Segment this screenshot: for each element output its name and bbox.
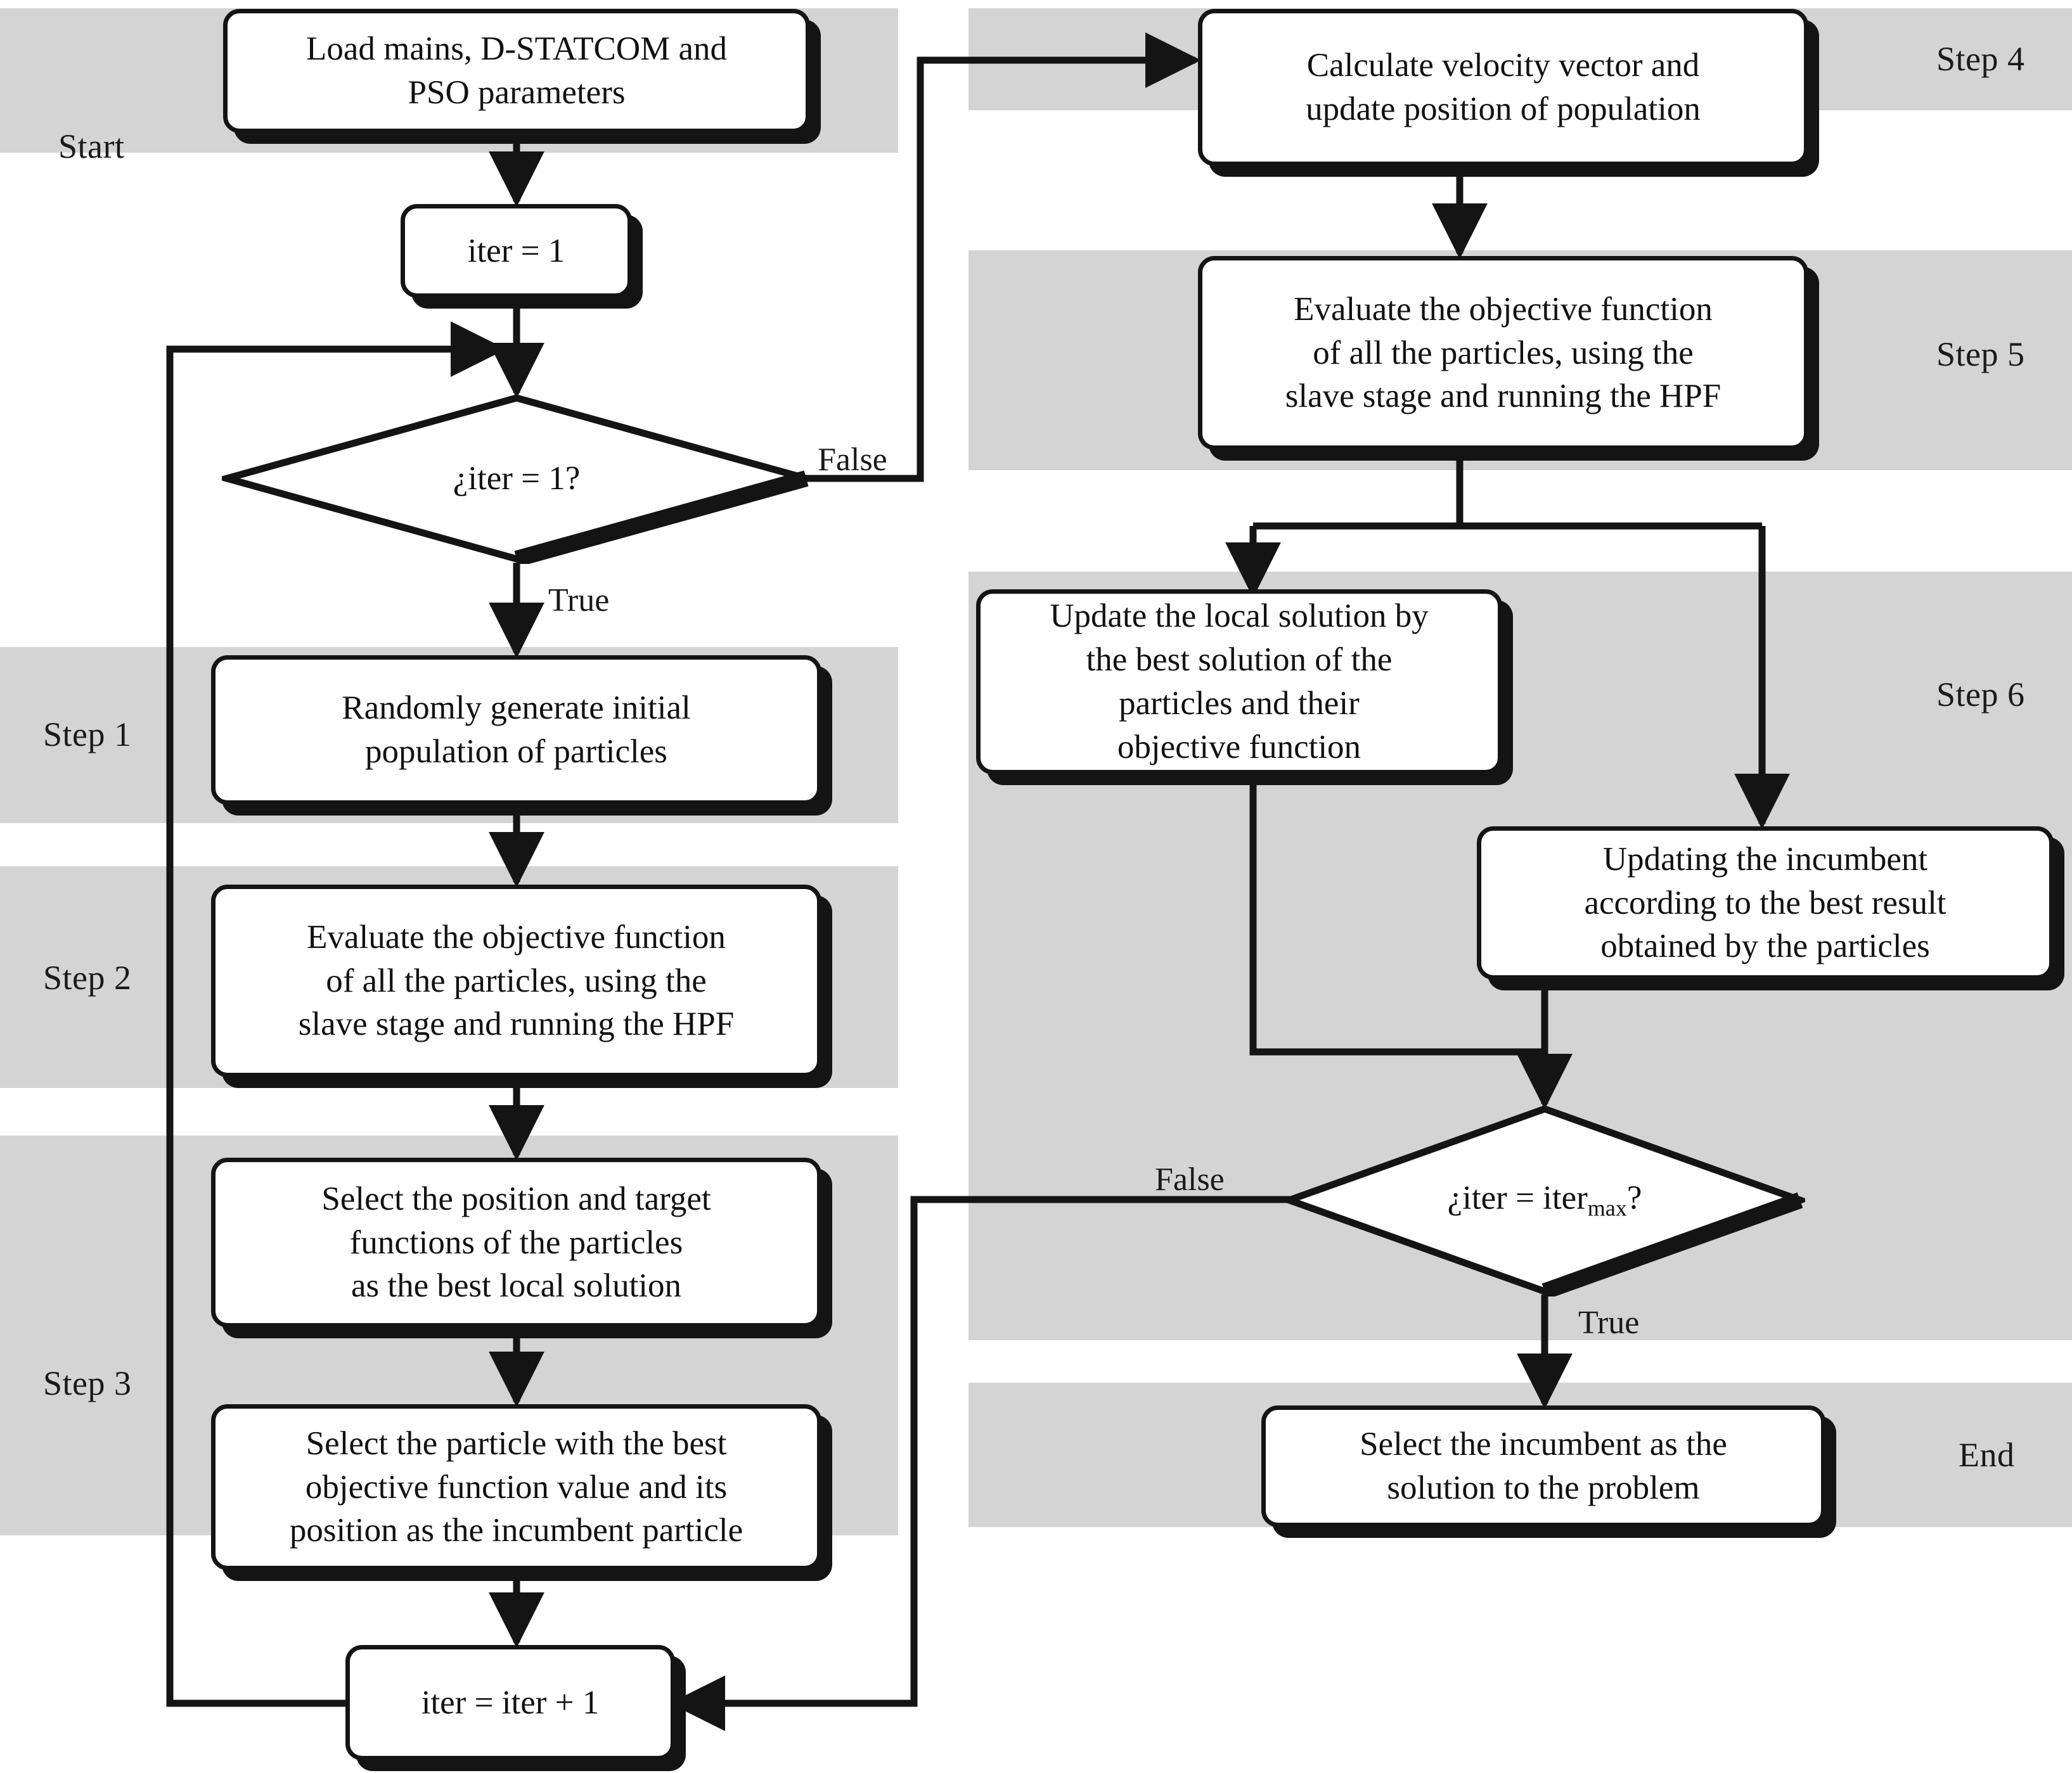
- band-label-start: Start: [58, 127, 125, 165]
- node-select-particle-text: Select the particle with the best object…: [289, 1424, 743, 1549]
- node-evaluate-left-text: Evaluate the objective function of all t…: [298, 918, 735, 1043]
- node-iter-increment-text: iter = iter + 1: [421, 1684, 600, 1721]
- band-label-step2: Step 2: [43, 959, 132, 997]
- band-label-step3: Step 3: [43, 1364, 132, 1402]
- node-update-incumbent[interactable]: Updating the incumbent according to the …: [1477, 826, 2054, 980]
- edge-label-true-iter-max: True: [1578, 1305, 1640, 1341]
- band-label-step4: Step 4: [1936, 40, 2025, 78]
- node-iter-increment[interactable]: iter = iter + 1: [345, 1645, 675, 1760]
- node-load-params[interactable]: Load mains, D-STATCOM and PSO parameters: [223, 9, 810, 133]
- band-label-step1: Step 1: [43, 715, 132, 753]
- band-label-end: End: [1959, 1436, 2015, 1474]
- node-evaluate-right-text: Evaluate the objective function of all t…: [1285, 290, 1721, 415]
- node-iter-init[interactable]: iter = 1: [401, 204, 632, 298]
- edge-label-false-iter-one: False: [818, 442, 887, 478]
- node-update-local[interactable]: Update the local solution by the best so…: [976, 589, 1502, 774]
- decision-iter-is-max[interactable]: ¿iter = itermax?: [1284, 1104, 1805, 1296]
- node-calc-velocity-text: Calculate velocity vector and update pos…: [1306, 47, 1701, 127]
- decision-iter-is-one[interactable]: ¿iter = 1?: [222, 393, 811, 564]
- node-iter-init-text: iter = 1: [467, 232, 565, 269]
- node-calc-velocity[interactable]: Calculate velocity vector and update pos…: [1198, 9, 1808, 166]
- node-select-position-text: Select the position and target functions…: [321, 1180, 711, 1305]
- band-label-step6: Step 6: [1936, 675, 2025, 714]
- node-gen-population-text: Randomly generate initial population of …: [342, 689, 691, 770]
- node-evaluate-right[interactable]: Evaluate the objective function of all t…: [1198, 256, 1808, 450]
- node-select-particle[interactable]: Select the particle with the best object…: [211, 1404, 821, 1570]
- band-label-step5: Step 5: [1936, 335, 2025, 373]
- edge-label-true-iter-one: True: [548, 582, 610, 618]
- node-select-position[interactable]: Select the position and target functions…: [211, 1158, 821, 1328]
- node-select-solution-text: Select the incumbent as the solution to …: [1360, 1426, 1727, 1506]
- node-update-local-text: Update the local solution by the best so…: [1050, 598, 1429, 765]
- edge-label-false-iter-max: False: [1155, 1162, 1225, 1198]
- node-select-solution[interactable]: Select the incumbent as the solution to …: [1261, 1405, 1825, 1527]
- node-load-params-text: Load mains, D-STATCOM and PSO parameters: [306, 30, 728, 111]
- node-evaluate-left[interactable]: Evaluate the objective function of all t…: [211, 885, 821, 1077]
- node-gen-population[interactable]: Randomly generate initial population of …: [211, 655, 821, 805]
- node-update-incumbent-text: Updating the incumbent according to the …: [1584, 840, 1947, 965]
